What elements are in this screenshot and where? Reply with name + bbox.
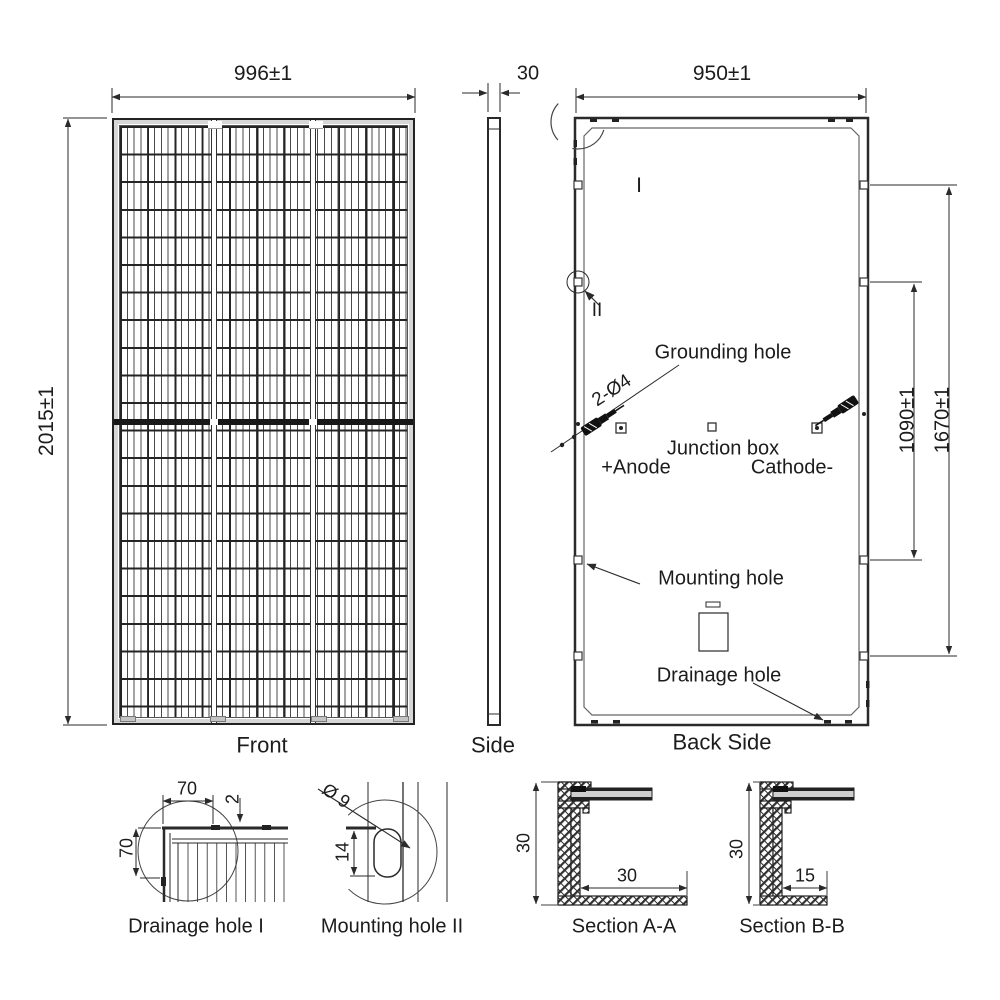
front-height-dimension: 2015±1 — [34, 386, 58, 456]
section-bb-flange-dim: 15 — [794, 865, 816, 886]
frame-tab — [120, 716, 136, 722]
detail-mounting-hole — [317, 782, 448, 905]
section-aa-title: Section A-A — [571, 915, 677, 938]
section-bb-title: Section B-B — [739, 915, 845, 938]
frame-notch — [309, 121, 323, 129]
cathode-label: Cathode- — [750, 456, 834, 479]
frame-tab — [210, 716, 226, 722]
drainage-dim-left: 70 — [116, 837, 137, 859]
cathode-connector — [814, 395, 859, 427]
back-view-title: Back Side — [672, 729, 772, 755]
section-aa-height-dim: 30 — [513, 832, 534, 854]
detail-mark-ii: II — [591, 300, 603, 322]
junction-box-label: Junction box — [666, 437, 780, 460]
section-aa-profile — [557, 781, 688, 906]
back-width-dimension: 950±1 — [692, 61, 752, 85]
drainage-dim-top: 70 — [176, 778, 198, 799]
mounting-detail-title: Mounting hole II — [320, 915, 464, 938]
mounting-hole-label: Mounting hole — [658, 567, 784, 590]
section-aa-flange-dim: 30 — [616, 865, 638, 886]
front-width-dimension: 996±1 — [233, 61, 293, 85]
detail-drainage-hole — [132, 795, 288, 902]
drainage-hole-label: Drainage hole — [656, 664, 782, 687]
section-bb-height-dim: 30 — [726, 838, 747, 860]
detail-mark-i: I — [636, 173, 642, 197]
anode-label: +Anode — [601, 456, 671, 479]
grounding-hole-label: Grounding hole — [654, 341, 792, 364]
inner-span-dimension: 1090±1 — [896, 386, 919, 454]
front-view-panel — [112, 118, 415, 725]
front-view-title: Front — [236, 732, 288, 758]
side-thickness-dimension: 30 — [516, 62, 540, 85]
anode-connector — [580, 404, 625, 436]
frame-tab — [311, 716, 327, 722]
mounting-dim-length: 14 — [332, 841, 353, 863]
half-cell-center-gap — [114, 418, 413, 425]
drainage-dim-slot: 2 — [222, 793, 243, 805]
section-bb-profile — [759, 781, 855, 906]
drainage-detail-title: Drainage hole I — [128, 915, 264, 938]
side-view-title: Side — [470, 732, 516, 758]
outer-span-dimension: 1670±1 — [931, 386, 954, 454]
frame-notch — [208, 121, 222, 129]
frame-tab — [393, 716, 409, 722]
